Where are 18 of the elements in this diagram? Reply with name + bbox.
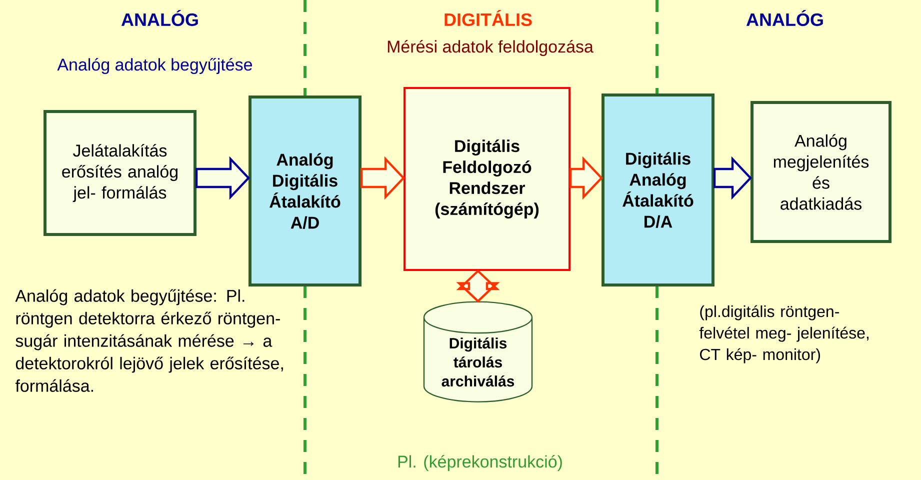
description-text: Analóg adatok begyűjtése: Pl. röntgen detektorra érkező röntgen-sugár intenzitásának mérése → a detektorokról lejövő jelek erősítése, formálása. [15, 289, 283, 392]
description-text: (pl.digitális röntgen- felvétel meg- jelenítése, CT kép- monitor) [699, 305, 868, 364]
example-note: Pl. (képrekonstrukció) [398, 454, 562, 472]
storage-cylinder: Digitális tárolás archiválás [423, 301, 533, 402]
block-arrow [195, 156, 250, 200]
converter-box: Digitális Analóg Átalakító D/A [602, 94, 714, 286]
section-subtitle: Analóg adatok begyűjtése [57, 58, 252, 74]
section-heading: ANALÓG [121, 10, 198, 26]
section-heading: DIGITÁLIS [444, 10, 532, 26]
process-box: Jelátalakítás erősítés analóg jel- formálás [44, 110, 196, 236]
processor-box: Digitális Feldolgozó Rendszer (számítógép) [404, 87, 570, 271]
block-arrow [713, 156, 752, 200]
block-arrow [569, 156, 604, 200]
process-box: Analóg megjelenítés és adatkiadás [750, 101, 892, 243]
section-heading: ANALÓG [746, 10, 823, 26]
section-subtitle: Mérési adatok feldolgozása [388, 40, 594, 56]
block-arrow [360, 156, 406, 200]
converter-box: Analóg Digitális Átalakító A/D [248, 96, 362, 286]
